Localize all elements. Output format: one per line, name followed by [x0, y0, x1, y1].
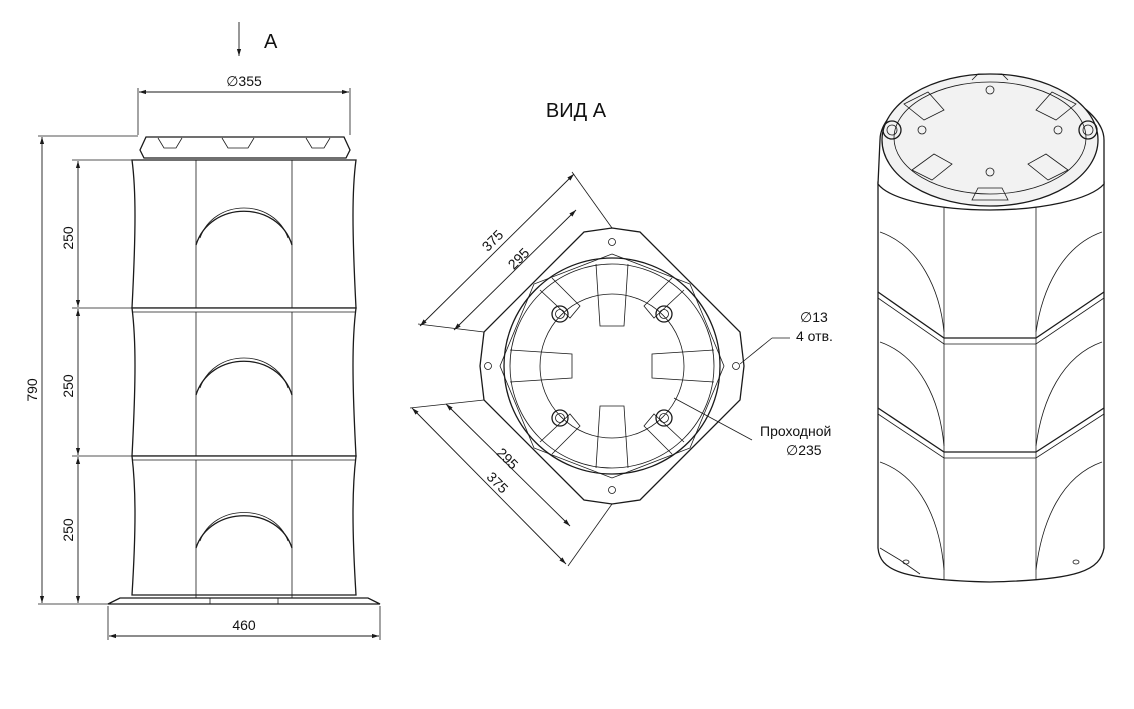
inner-295-b-label: 295	[494, 445, 522, 473]
hole-dia-label: ∅13	[800, 309, 828, 325]
body-section-1	[131, 159, 357, 309]
hole-count-label: 4 отв.	[796, 328, 833, 344]
front-view: A ∅355	[24, 22, 381, 640]
iso-body	[877, 181, 1105, 583]
base-width-label: 460	[232, 617, 256, 633]
view-arrow-label: A	[264, 31, 278, 53]
top-diameter-label: ∅355	[226, 73, 262, 89]
section-3-label: 250	[60, 518, 76, 542]
view-arrow: A	[236, 22, 278, 56]
section-2-label: 250	[60, 374, 76, 398]
view-a-title: ВИД А	[546, 100, 607, 122]
body-section-2	[131, 307, 357, 457]
lid	[139, 136, 351, 159]
body-section-3	[131, 455, 357, 600]
outer-375-b-label: 375	[484, 469, 512, 497]
mount-hole-left	[484, 362, 492, 370]
mount-hole-right	[732, 362, 740, 370]
section-1-label: 250	[60, 226, 76, 250]
isometric-view	[877, 73, 1105, 583]
base-flange	[107, 597, 381, 605]
outer-375-a-label: 375	[479, 226, 507, 254]
top-view: 375 295 375 295 ∅13 4 отв. Проходной ∅23…	[409, 171, 833, 567]
height-total-label: 790	[24, 378, 40, 402]
passage-circle	[539, 293, 685, 439]
mount-hole-bottom	[608, 486, 616, 494]
pass-dia-label: ∅235	[786, 442, 822, 458]
body-circle	[503, 257, 721, 475]
mount-hole-top	[608, 238, 616, 246]
inner-295-a-label: 295	[505, 244, 533, 272]
pass-label: Проходной	[760, 423, 831, 439]
